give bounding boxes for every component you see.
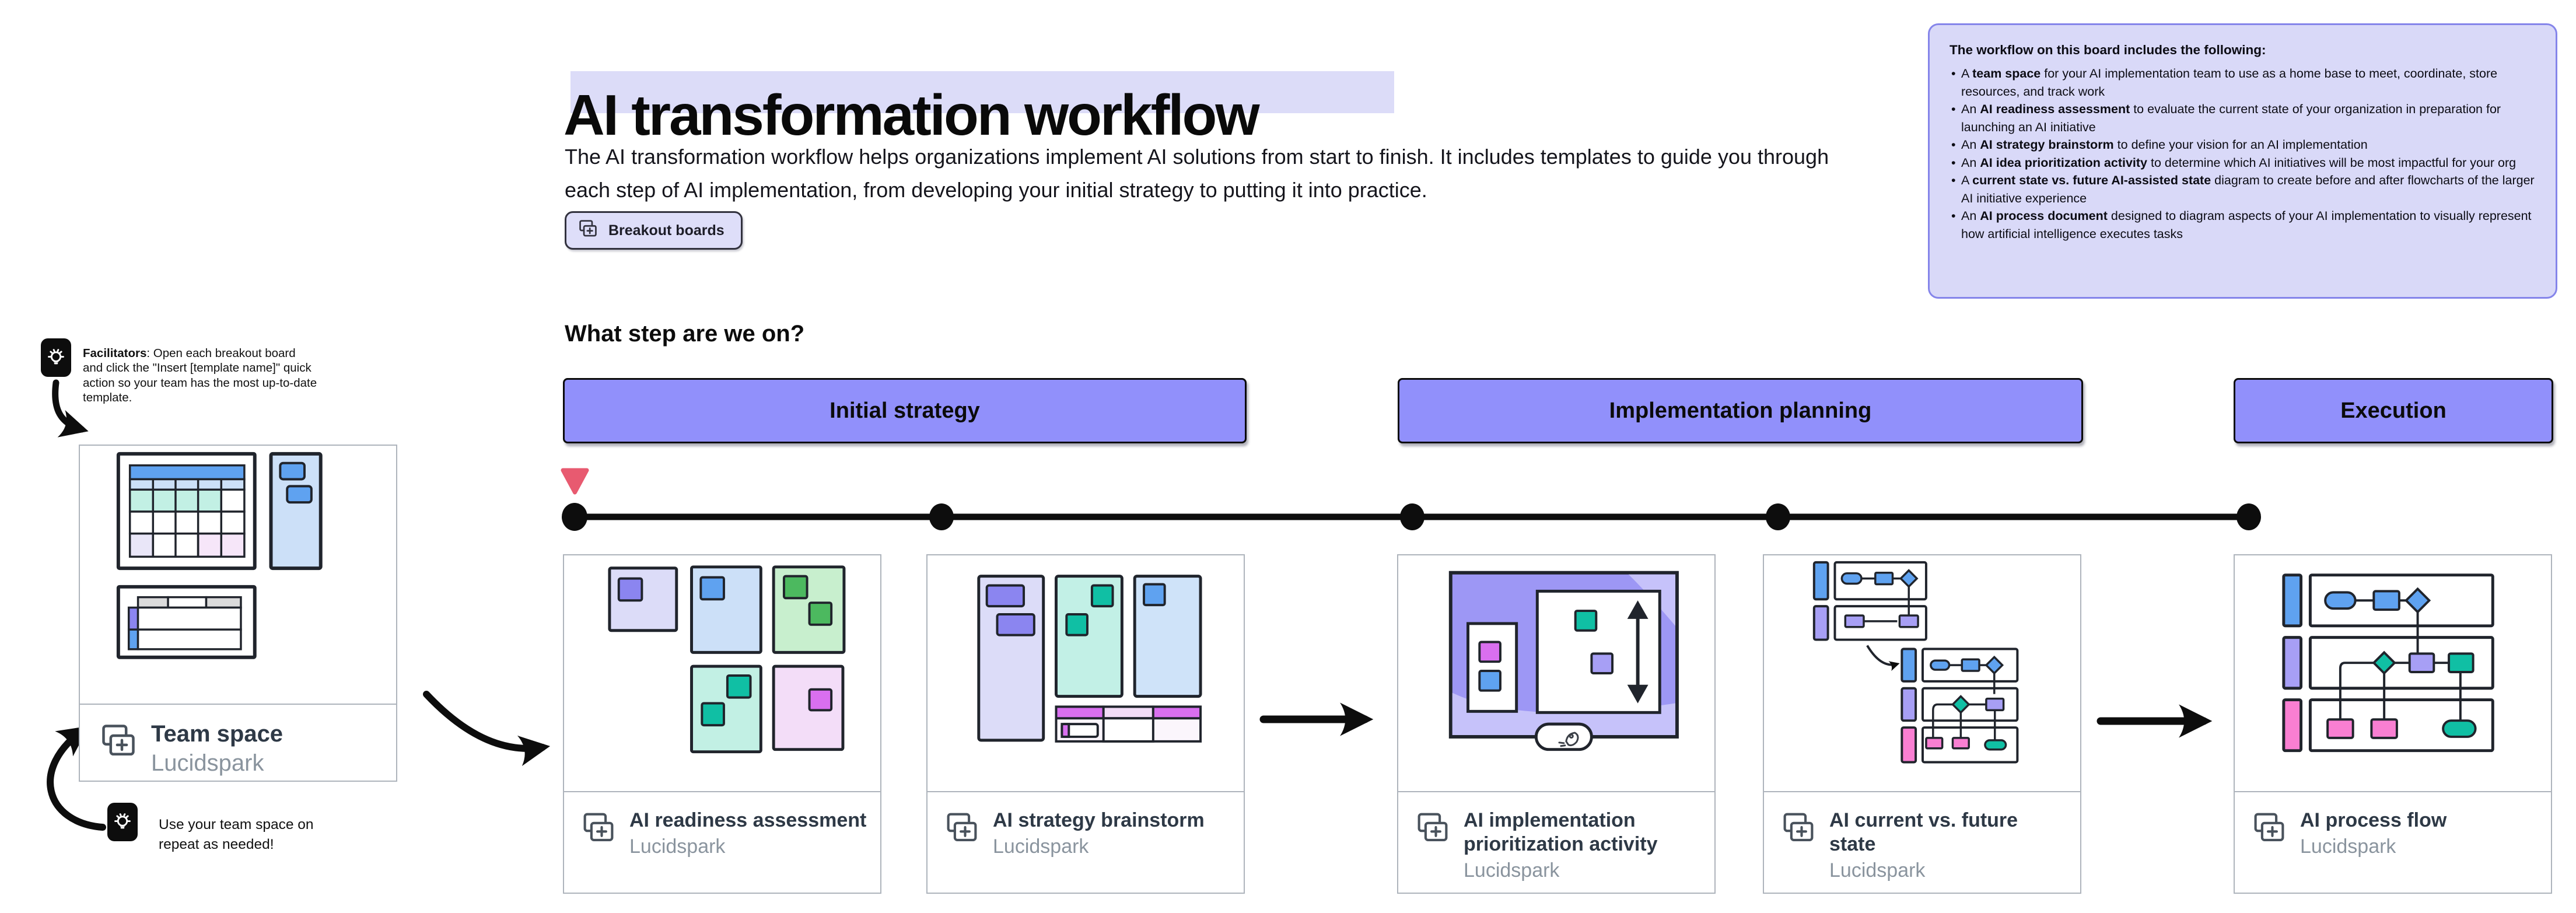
info-bullet: An AI idea prioritization activity to de… bbox=[1950, 154, 2536, 172]
team-space-thumbnail bbox=[80, 446, 396, 705]
card-title: AI current vs. future state bbox=[1829, 809, 2018, 855]
ai-readiness-thumbnail bbox=[564, 555, 880, 792]
boards-add-icon bbox=[1413, 809, 1452, 847]
card-title: AI implementation prioritization activit… bbox=[1464, 809, 1658, 855]
team-space-subtitle: Lucidspark bbox=[151, 750, 264, 776]
lightbulb-icon bbox=[107, 803, 138, 841]
timeline-dot bbox=[929, 503, 954, 530]
card-ai-process-flow[interactable]: AI process flow Lucidspark bbox=[2234, 554, 2552, 894]
repeat-note: Use your team space on repeat as needed! bbox=[159, 816, 314, 852]
card-subtitle: Lucidspark bbox=[993, 835, 1089, 858]
board-description: The AI transformation workflow helps org… bbox=[565, 145, 1829, 202]
info-box-bullet-list: A team space for your AI implementation … bbox=[1950, 65, 2536, 243]
info-box-title: The workflow on this board includes the … bbox=[1950, 43, 2266, 57]
breakout-boards-label: Breakout boards bbox=[608, 222, 724, 239]
info-bullet: An AI process document designed to diagr… bbox=[1950, 207, 2536, 243]
title-highlight bbox=[570, 71, 1394, 113]
boards-add-icon bbox=[1779, 809, 1818, 847]
info-bullet: An AI strategy brainstorm to define your… bbox=[1950, 136, 2536, 154]
boards-add-icon bbox=[943, 809, 981, 847]
rocket-icon bbox=[1558, 732, 1579, 747]
info-bullet: A team space for your AI implementation … bbox=[1950, 65, 2536, 100]
phase-implementation-planning[interactable]: Implementation planning bbox=[1398, 378, 2083, 443]
phase-execution[interactable]: Execution bbox=[2234, 378, 2553, 443]
teamspace-to-card-arrow bbox=[423, 691, 551, 767]
breakout-boards-button[interactable]: Breakout boards bbox=[565, 211, 743, 250]
team-space-card[interactable]: Team space Lucidspark bbox=[79, 445, 397, 782]
info-bullet: An AI readiness assessment to evaluate t… bbox=[1950, 100, 2536, 136]
phase-initial-strategy[interactable]: Initial strategy bbox=[563, 378, 1247, 443]
team-space-title: Team space bbox=[151, 721, 284, 747]
timeline-dot bbox=[1400, 503, 1424, 530]
card-ai-current-vs-future-state[interactable]: AI current vs. future state Lucidspark bbox=[1763, 554, 2081, 894]
card-subtitle: Lucidspark bbox=[1829, 859, 1926, 881]
triangle-marker[interactable] bbox=[561, 468, 589, 495]
card-ai-readiness-assessment[interactable]: AI readiness assessment Lucidspark bbox=[563, 554, 881, 894]
boards-add-icon bbox=[577, 218, 599, 244]
card-ai-strategy-brainstorm[interactable]: AI strategy brainstorm Lucidspark bbox=[926, 554, 1245, 894]
card-subtitle: Lucidspark bbox=[2300, 835, 2396, 858]
timeline-dot bbox=[1766, 503, 1790, 530]
boards-add-icon bbox=[579, 809, 618, 847]
info-bullet: A current state vs. future AI-assisted s… bbox=[1950, 172, 2536, 207]
step-question: What step are we on? bbox=[565, 321, 805, 347]
timeline bbox=[562, 503, 2261, 531]
timeline-dot bbox=[2236, 503, 2261, 530]
boards-add-icon bbox=[97, 720, 139, 762]
lightbulb-icon bbox=[41, 338, 71, 377]
card-title: AI readiness assessment bbox=[629, 809, 867, 831]
card-ai-implementation-prioritization[interactable]: AI implementation prioritization activit… bbox=[1397, 554, 1716, 894]
boards-add-icon bbox=[2250, 809, 2288, 847]
facilitator-note: Facilitators: Open each breakout board a… bbox=[83, 346, 317, 405]
ai-process-flow-thumbnail bbox=[2235, 555, 2551, 792]
facilitator-arrow bbox=[52, 379, 89, 438]
card-subtitle: Lucidspark bbox=[1464, 859, 1560, 881]
card-title: AI strategy brainstorm bbox=[993, 809, 1205, 831]
workflow-info-box: The workflow on this board includes the … bbox=[1928, 23, 2557, 299]
page-title: AI transformation workflow bbox=[564, 82, 1260, 147]
card-title: AI process flow bbox=[2300, 809, 2447, 831]
card-subtitle: Lucidspark bbox=[629, 835, 726, 858]
ai-strategy-thumbnail bbox=[928, 555, 1244, 792]
ai-prioritization-thumbnail bbox=[1398, 555, 1714, 792]
ai-current-future-thumbnail bbox=[1764, 555, 2080, 792]
timeline-dot bbox=[562, 503, 587, 531]
